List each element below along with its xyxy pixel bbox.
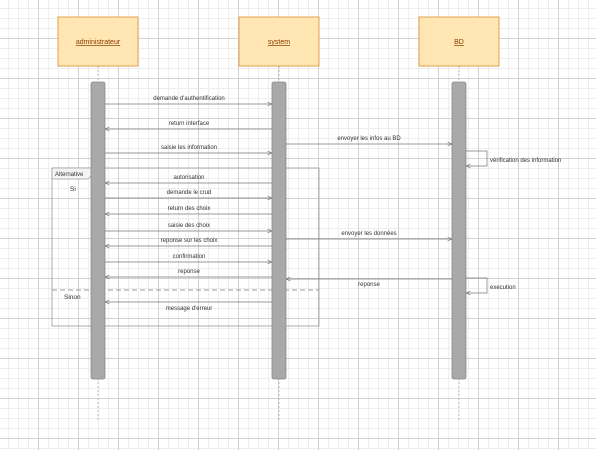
message-return-des-choix: return des choix <box>105 206 272 214</box>
message-label: demande le crud <box>167 190 212 196</box>
message-return-interface: return interface <box>105 121 272 129</box>
message-envoyer-donnees: envoyer les données <box>286 231 452 239</box>
message-label: autorisation <box>173 175 204 181</box>
fragment-frame <box>51 167 320 327</box>
message-label: execution <box>490 285 516 291</box>
message-autorisation: autorisation <box>105 175 272 183</box>
guard-sinon: Sinon <box>64 294 81 301</box>
actor-bd[interactable]: BD <box>418 16 500 67</box>
message-demande-authentification: demande d'authentification <box>105 96 272 104</box>
message-erreur: message d'erreur <box>105 302 272 312</box>
message-reponse-from-bd: reponse <box>286 279 452 288</box>
message-reponse-to-admin: reponse <box>105 269 272 277</box>
message-envoyer-infos-bd: envoyer les infos au BD <box>286 136 452 144</box>
activation-administrateur <box>90 81 106 380</box>
guard-si: Si <box>70 186 76 193</box>
message-saisie-information: saisie les information <box>105 145 272 153</box>
message-label: reponse sur les choix <box>161 238 218 244</box>
activation-bd <box>451 81 467 380</box>
message-label: demande d'authentification <box>153 96 225 102</box>
message-label: return des choix <box>168 206 211 212</box>
message-label: confirmation <box>173 254 206 260</box>
message-verification-information: vérification des information <box>466 150 561 166</box>
message-label: saisie les information <box>161 145 217 151</box>
activation-system <box>271 81 287 380</box>
fragment-label: Alternative <box>55 172 84 178</box>
message-execution: execution <box>466 277 516 293</box>
message-label: saisie des choix <box>168 223 210 229</box>
actor-bd-label: BD <box>454 39 464 46</box>
message-label: message d'erreur <box>166 306 213 312</box>
actor-administrateur-label: administrateur <box>76 39 121 46</box>
message-reponse-sur-choix: reponse sur les choix <box>105 238 272 246</box>
message-label: vérification des information <box>490 158 561 164</box>
message-label: return interface <box>169 121 210 127</box>
actor-system-label: system <box>268 39 290 46</box>
message-saisie-des-choix: saisie des choix <box>105 223 272 231</box>
message-label: envoyer les données <box>341 231 396 237</box>
message-confirmation: confirmation <box>105 254 272 262</box>
actor-system[interactable]: system <box>238 16 320 67</box>
message-label: reponse <box>358 282 380 288</box>
message-label: reponse <box>178 269 200 275</box>
fragment-label-tab <box>51 167 93 180</box>
message-demande-crud: demande le crud <box>105 190 272 198</box>
actor-administrateur[interactable]: administrateur <box>57 16 139 67</box>
message-label: envoyer les infos au BD <box>337 136 401 142</box>
